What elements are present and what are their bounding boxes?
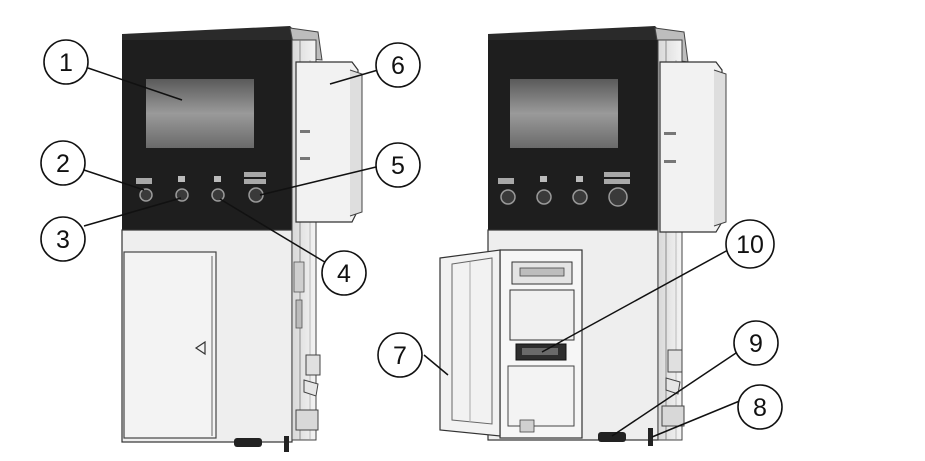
esc-button[interactable] [500, 189, 516, 205]
bottom-pin [648, 428, 653, 446]
lcd-screen [510, 79, 618, 148]
side-connector [295, 61, 359, 223]
callout-5: 5 [375, 142, 421, 188]
callout-3: 3 [40, 216, 86, 262]
svg-text:5: 5 [391, 152, 405, 180]
svg-text:1: 1 [59, 49, 73, 77]
callout-6: 6 [375, 42, 421, 88]
bottom-foot [598, 432, 626, 442]
mode-enter-button[interactable] [608, 187, 628, 207]
side-connector [659, 61, 723, 233]
esc-button[interactable] [139, 188, 153, 202]
lcd-screen [146, 79, 254, 148]
svg-text:4: 4 [337, 260, 351, 288]
callout-4: 4 [321, 250, 367, 296]
svg-text:6: 6 [391, 52, 405, 80]
svg-text:9: 9 [749, 330, 763, 358]
svg-text:10: 10 [736, 231, 764, 259]
module-front-open [439, 26, 727, 446]
svg-text:7: 7 [393, 342, 407, 370]
callout-10: 10 [725, 219, 775, 269]
callout-8: 8 [737, 384, 783, 430]
up-button[interactable] [536, 189, 552, 205]
svg-text:3: 3 [56, 226, 70, 254]
svg-text:2: 2 [56, 150, 70, 178]
door-arrow-icon [194, 340, 206, 356]
svg-text:8: 8 [753, 394, 767, 422]
callout-2: 2 [40, 140, 86, 186]
callout-9: 9 [733, 320, 779, 366]
leader-lines [83, 67, 743, 438]
down-button[interactable] [572, 189, 588, 205]
module-front-closed [121, 26, 363, 452]
down-button[interactable] [211, 188, 225, 202]
callout-1: 1 [43, 39, 89, 85]
callout-7: 7 [377, 332, 423, 378]
cover-door[interactable] [123, 251, 217, 439]
